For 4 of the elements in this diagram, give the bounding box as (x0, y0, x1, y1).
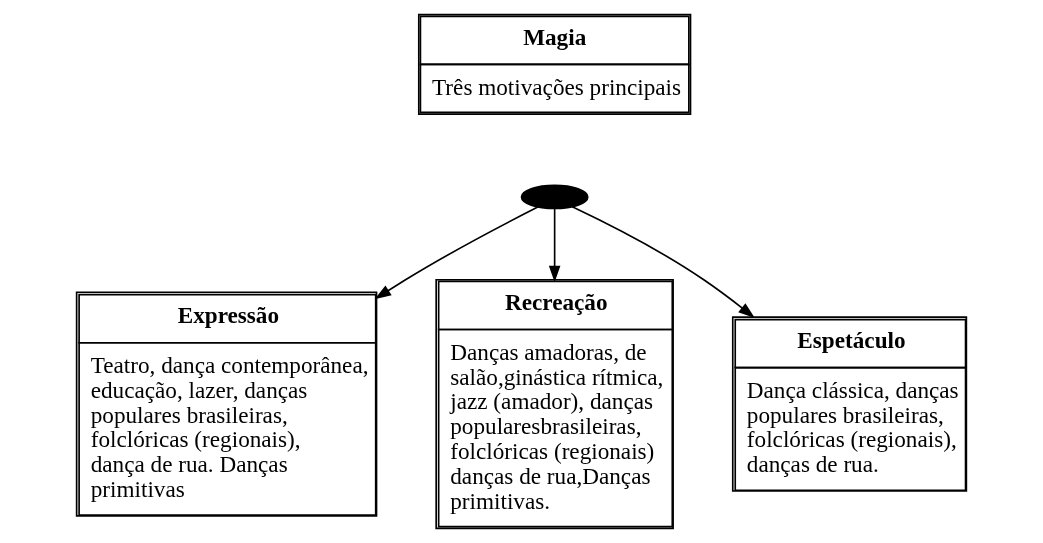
node-ellipse (520, 184, 589, 210)
arrow (548, 208, 561, 283)
arrow (374, 206, 539, 300)
arrow (571, 205, 755, 319)
